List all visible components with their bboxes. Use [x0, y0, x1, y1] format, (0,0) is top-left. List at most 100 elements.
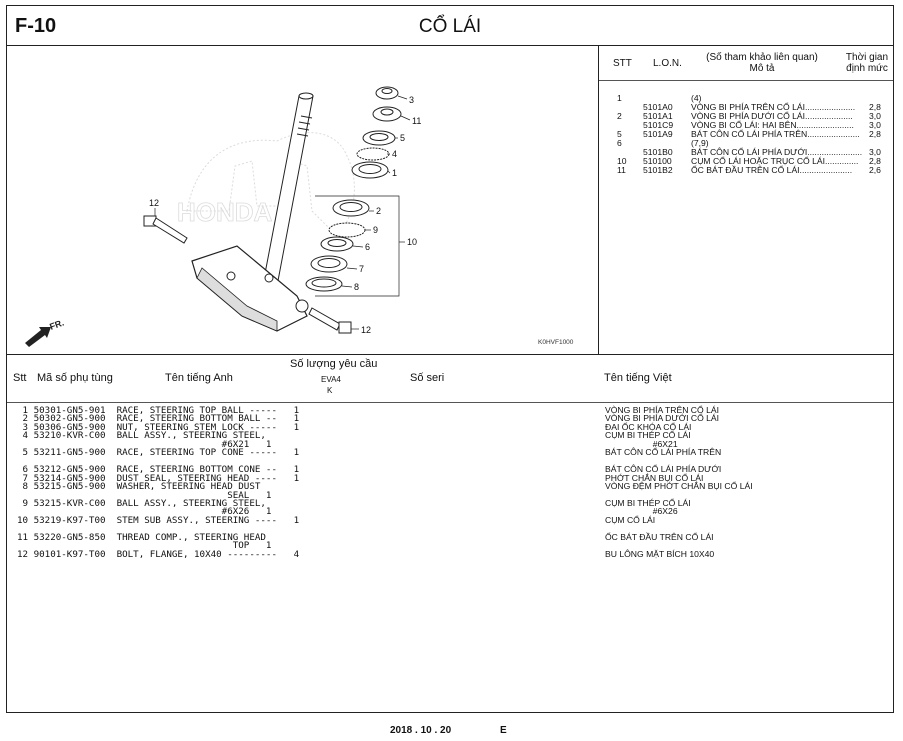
callout-1: 1: [392, 168, 397, 178]
ref-row-lon: 5101A0: [643, 102, 673, 112]
parts-row-vietnamese: VÒNG BI PHÍA DƯỚI CỔ LÁI: [605, 413, 720, 424]
ref-header-stt: STT: [613, 58, 632, 69]
ref-row-desc: VÒNG BI PHÍA TRÊN CỔ LÁI................…: [691, 102, 856, 112]
ref-row-time: 2,8: [869, 102, 881, 112]
ref-row-time: 3,0: [869, 111, 881, 121]
col-header-name-en: Tên tiếng Anh: [165, 372, 233, 384]
ref-row-stt: 1: [617, 93, 622, 103]
ref-row-stt: 10: [617, 156, 627, 166]
parts-row-vietnamese: #6X26: [605, 506, 678, 517]
callout-8: 8: [354, 282, 359, 292]
ref-row-lon: 5101A9: [643, 129, 673, 139]
ref-row-lon: 5101C9: [643, 120, 674, 130]
parts-row-english: 5 53211-GN5-900 RACE, STEERING TOP CONE …: [17, 447, 300, 459]
parts-row-vietnamese: ĐAI ỐC KHÓA CỔ LÁI: [605, 421, 692, 432]
footer-edition: E: [500, 725, 507, 736]
parts-row-english: SEAL 1: [17, 489, 272, 501]
ref-row-stt: 2: [617, 111, 622, 121]
bolt-12-top: [143, 215, 188, 244]
parts-row-vietnamese: CỤM BI THÉP CỔ LÁI: [605, 497, 691, 508]
col-header-part-no: Mã số phụ tùng: [37, 372, 113, 384]
page-header: F-10 CỔ LÁI: [7, 6, 893, 46]
labor-reference-table: STT L.O.N. (Số tham khảo liên quan) Mô t…: [599, 46, 893, 354]
diagram-svg: HONDA: [25, 86, 574, 347]
callout-12-bottom: 12: [361, 325, 371, 335]
col-header-serial: Số seri: [410, 372, 445, 384]
callout-7: 7: [359, 264, 364, 274]
parts-row-vietnamese: BÁT CÔN CỔ LÁI PHÍA TRÊN: [605, 447, 722, 458]
ref-row-desc: (7,9): [691, 138, 709, 148]
ref-row-desc: BÁT CÔN CỔ LÁI PHÍA DƯỚI................…: [691, 147, 863, 157]
ref-row-time: 2,8: [869, 156, 881, 166]
callout-2: 2: [376, 206, 381, 216]
callout-5: 5: [400, 133, 405, 143]
col-header-name-vn: Tên tiếng Việt: [604, 372, 672, 384]
ref-row-time: 2,6: [869, 165, 881, 175]
parts-row-english: 7 53214-GN5-900 DUST SEAL, STEERING HEAD…: [17, 472, 300, 484]
parts-row-vietnamese: ỐC BÁT ĐẦU TRÊN CỔ LÁI: [605, 531, 714, 542]
diagram-code: K0HVF1000: [538, 339, 574, 346]
front-arrow-icon: FR.: [25, 318, 65, 347]
ref-header-lon: L.O.N.: [653, 58, 682, 69]
ref-row-lon: 510100: [643, 156, 672, 166]
footer-date: 2018 . 10 . 20: [390, 725, 452, 736]
bolt-12-bottom: [308, 307, 352, 334]
ref-header-time-2: định mức: [846, 63, 888, 74]
parts-row-english: 8 53215-GN5-900 WASHER, STEERING HEAD DU…: [17, 481, 261, 493]
parts-row-english: 2 50302-GN5-900 RACE, STEERING BOTTOM BA…: [17, 413, 300, 425]
parts-row-english: 1 50301-GN5-901 RACE, STEERING TOP BALL …: [17, 405, 300, 416]
ref-header-divider: [599, 80, 893, 81]
ref-header-desc-2: Mô tả: [749, 63, 775, 74]
ref-row-stt: 5: [617, 129, 622, 139]
callout-9: 9: [373, 225, 378, 235]
lower-ring-stack: [305, 199, 370, 292]
parts-row-vietnamese: VÒNG BI PHÍA TRÊN CỔ LÁI: [605, 405, 719, 415]
parts-row-english: 9 53215-KVR-C00 BALL ASSY., STEERING STE…: [17, 497, 266, 509]
watermark-text: HONDA: [177, 197, 273, 227]
ref-row-desc: CỤM CỔ LÁI HOẶC TRỤC CỔ LÁI.............…: [691, 156, 859, 166]
page-title: CỔ LÁI: [418, 16, 482, 37]
ref-row-lon: 5101B2: [643, 165, 673, 175]
callout-6: 6: [365, 242, 370, 252]
parts-row-vietnamese: BÁT CÔN CỔ LÁI PHÍA DƯỚI: [605, 464, 722, 475]
upper-ring-stack: [351, 86, 402, 179]
col-header-model-sub: K: [327, 386, 333, 395]
parts-row-english: #6X26 1: [17, 506, 272, 518]
callout-3: 3: [409, 95, 414, 105]
ref-header-desc-1: (Số tham khảo liên quan): [706, 52, 818, 63]
ref-row-lon: 5101B0: [643, 147, 673, 157]
front-label: FR.: [48, 318, 65, 332]
parts-row-english: 6 53212-GN5-900 RACE, STEERING BOTTOM CO…: [17, 464, 300, 476]
ref-row-time: 3,0: [869, 147, 881, 157]
ref-row-lon: 5101A1: [643, 111, 673, 121]
ref-row-time: 3,0: [869, 120, 881, 130]
exploded-diagram: HONDA: [7, 46, 599, 354]
parts-row-vietnamese: CỤM BI THÉP CỔ LÁI: [605, 430, 691, 441]
ref-row-stt: 11: [617, 165, 626, 175]
ref-row-desc: (4): [691, 93, 702, 103]
parts-row-vietnamese: VÒNG ĐỆM PHỚT CHẮN BỤI CỔ LÁI: [605, 481, 753, 492]
section-divider: [7, 354, 893, 355]
ref-row-time: 2,8: [869, 129, 881, 139]
parts-row-english: 4 53210-KVR-C00 BALL ASSY., STEERING STE…: [17, 430, 266, 442]
parts-row-english: 11 53220-GN5-850 THREAD COMP., STEERING …: [17, 531, 266, 543]
lower-bracket: [191, 245, 309, 332]
ref-header-time-1: Thời gian: [845, 52, 889, 63]
parts-row-english: 12 90101-K97-T00 BOLT, FLANGE, 10X40 ---…: [17, 548, 300, 560]
parts-row-english: 3 50306-GN5-900 NUT, STEERING STEM LOCK …: [17, 421, 300, 433]
honda-watermark: HONDA: [177, 132, 355, 237]
figure-code: F-10: [15, 15, 57, 37]
parts-row-vietnamese: CỤM CỔ LÁI: [605, 514, 656, 525]
parts-row-english: #6X21 1: [17, 438, 272, 450]
page-frame: F-10 CỔ LÁI HONDA: [6, 5, 894, 713]
callout-10: 10: [407, 237, 417, 247]
ref-row-desc: VÒNG BI CỔ LÁI: HAI BÊN.................…: [691, 120, 854, 130]
parts-row-vietnamese: #6X21: [605, 438, 678, 449]
leader-lines: [154, 95, 411, 330]
ref-row-desc: ỐC BÁT ĐẦU TRÊN CỔ LÁI..................…: [691, 165, 853, 175]
col-header-stt: Stt: [13, 372, 27, 384]
col-header-model: EVA4: [321, 375, 341, 384]
parts-row-english: TOP 1: [17, 540, 272, 552]
ref-row-desc: BÁT CÔN CỔ LÁI PHÍA TRÊN................…: [691, 129, 860, 139]
ref-row-desc: VÒNG BI PHÍA DƯỚI CỔ LÁI................…: [691, 111, 853, 121]
